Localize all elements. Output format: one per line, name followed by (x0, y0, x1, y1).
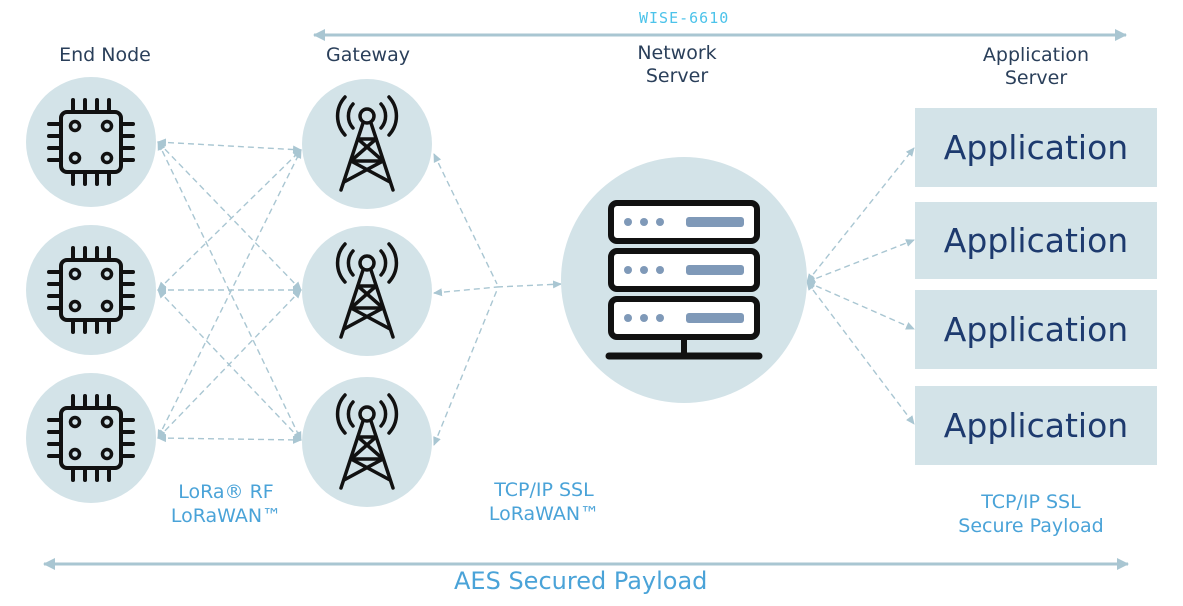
gateway-protocol-label: TCP/IP SSL LoRaWAN™ (474, 478, 614, 526)
app-protocol-label: TCP/IP SSL Secure Payload (946, 490, 1116, 538)
rf-protocol-line1: LoRa® RF (178, 481, 274, 503)
rf-protocol-label: LoRa® RF LoRaWAN™ (156, 480, 296, 528)
connector-arrow (806, 239, 915, 283)
connector-arrow (157, 289, 302, 439)
connector-arrow (433, 289, 498, 446)
application-server-heading: Application Server (961, 44, 1111, 90)
application-box-2: Application (915, 202, 1157, 279)
app-connections (806, 147, 915, 425)
backhaul-connections (433, 153, 562, 446)
gateway-3 (302, 377, 432, 507)
connector-arrow (157, 141, 302, 291)
connector-arrow (157, 434, 302, 444)
end-node-1 (26, 77, 156, 207)
app-protocol-line2: Secure Payload (958, 515, 1104, 537)
aes-secured-payload-label: AES Secured Payload (454, 567, 708, 595)
gateway-protocol-line2: LoRaWAN™ (488, 503, 600, 525)
server-rack-icon (605, 200, 763, 360)
network-server-heading-line2: Server (645, 65, 709, 87)
network-server-heading: Network Server (617, 42, 737, 88)
connector-arrow (157, 138, 302, 154)
application-label: Application (943, 221, 1129, 260)
end-node-heading: End Node (59, 44, 151, 66)
application-label: Application (943, 406, 1129, 445)
connector-arrow (496, 280, 562, 289)
connector-arrow (806, 147, 915, 283)
application-box-3: Application (915, 290, 1157, 369)
end-node-3 (26, 373, 156, 503)
connector-arrow (157, 141, 302, 441)
application-label: Application (943, 310, 1129, 349)
app-protocol-line1: TCP/IP SSL (981, 491, 1081, 513)
application-label: Application (943, 128, 1129, 167)
network-server-heading-line1: Network (637, 42, 717, 64)
application-box-4: Application (915, 386, 1157, 465)
gateway-2 (302, 226, 432, 356)
application-box-1: Application (915, 108, 1157, 187)
application-server-heading-line1: Application (982, 44, 1090, 66)
connector-arrow (806, 281, 915, 425)
application-server-heading-line2: Server (1004, 67, 1068, 89)
connector-arrow (433, 286, 498, 297)
network-server (561, 157, 807, 403)
end-node-2 (26, 225, 156, 355)
connector-arrow (806, 281, 915, 330)
connector-arrow (157, 149, 302, 291)
gateway-protocol-line1: TCP/IP SSL (494, 479, 594, 501)
connector-arrow (433, 153, 498, 285)
wise-6610-label: WISE-6610 (639, 9, 730, 27)
rf-connections (157, 138, 302, 444)
rf-protocol-line2: LoRaWAN™ (170, 505, 282, 527)
gateway-heading: Gateway (326, 44, 410, 66)
gateway-1 (302, 79, 432, 209)
